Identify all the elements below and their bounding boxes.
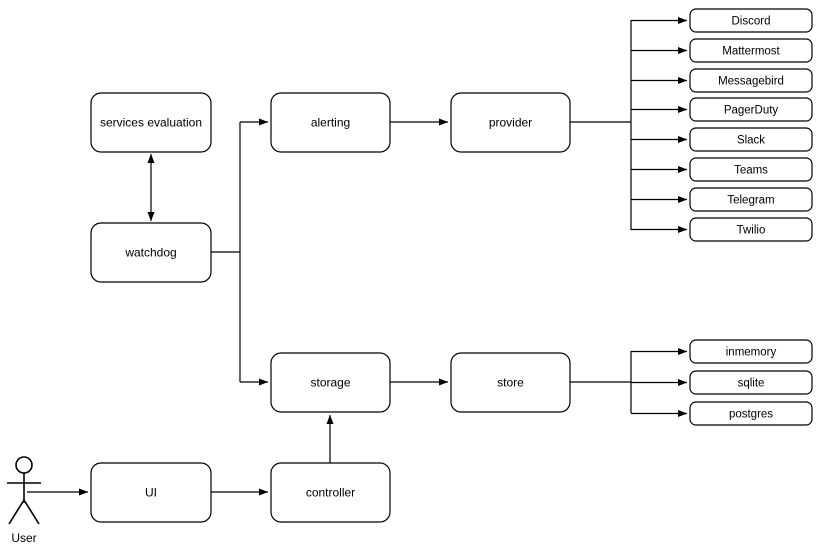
provider-leaf-layer: DiscordMattermostMessagebirdPagerDutySla… xyxy=(689,8,813,242)
node-controller-box[interactable] xyxy=(270,462,391,523)
store-leaf-layer: inmemory sqlite postgres xyxy=(689,339,813,426)
node-services_evaluation[interactable]: services evaluation xyxy=(90,92,212,153)
provider-branch-lines xyxy=(631,16,688,234)
node-ui-box[interactable] xyxy=(90,462,212,523)
node-slack-label: Slack xyxy=(737,135,765,147)
node-postgres-label: postgres xyxy=(729,409,773,421)
node-watchdog[interactable]: watchdog xyxy=(90,222,212,283)
node-watchdog-box[interactable] xyxy=(90,222,212,283)
node-alerting-box[interactable] xyxy=(270,92,391,153)
node-discord-label: Discord xyxy=(732,16,771,28)
node-slack-box[interactable] xyxy=(689,127,813,152)
node-teams[interactable]: Teams xyxy=(689,157,813,182)
node-postgres[interactable]: postgres xyxy=(689,401,813,426)
node-pagerduty-label: PagerDuty xyxy=(724,105,779,117)
node-storage-box[interactable] xyxy=(270,352,391,413)
node-telegram[interactable]: Telegram xyxy=(689,187,813,212)
node-layer: services evaluation watchdog alerting provi… xyxy=(90,92,571,523)
node-telegram-box[interactable] xyxy=(689,187,813,212)
node-store[interactable]: store xyxy=(450,352,571,413)
node-store-label: store xyxy=(497,376,524,390)
node-twilio[interactable]: Twilio xyxy=(689,217,813,242)
node-discord[interactable]: Discord xyxy=(689,8,813,33)
node-inmemory[interactable]: inmemory xyxy=(689,339,813,364)
node-controller[interactable]: controller xyxy=(270,462,391,523)
node-alerting-label: alerting xyxy=(311,116,350,130)
node-discord-box[interactable] xyxy=(689,8,813,33)
stick-figure-actor-icon xyxy=(15,456,33,474)
node-alerting[interactable]: alerting xyxy=(270,92,391,153)
node-pagerduty-box[interactable] xyxy=(689,97,813,122)
actor-leg-left xyxy=(8,499,25,525)
node-postgres-box[interactable] xyxy=(689,401,813,426)
actor-leg-right xyxy=(23,499,40,525)
node-sqlite[interactable]: sqlite xyxy=(689,370,813,395)
node-messagebird-label: Messagebird xyxy=(718,76,784,88)
node-inmemory-label: inmemory xyxy=(726,347,777,359)
node-sqlite-box[interactable] xyxy=(689,370,813,395)
node-storage-label: storage xyxy=(310,376,350,390)
node-store-box[interactable] xyxy=(450,352,571,413)
node-slack[interactable]: Slack xyxy=(689,127,813,152)
actor-label: User xyxy=(11,531,36,545)
node-twilio-box[interactable] xyxy=(689,217,813,242)
node-provider[interactable]: provider xyxy=(450,92,571,153)
node-teams-box[interactable] xyxy=(689,157,813,182)
node-provider-box[interactable] xyxy=(450,92,571,153)
node-ui-label: UI xyxy=(145,486,157,500)
node-twilio-label: Twilio xyxy=(737,225,766,237)
node-messagebird[interactable]: Messagebird xyxy=(689,68,813,93)
node-teams-label: Teams xyxy=(734,165,768,177)
store-branch-lines xyxy=(631,347,688,418)
node-mattermost[interactable]: Mattermost xyxy=(689,38,813,63)
node-services_evaluation-box[interactable] xyxy=(90,92,212,153)
node-messagebird-box[interactable] xyxy=(689,68,813,93)
node-provider-label: provider xyxy=(489,116,532,130)
node-sqlite-label: sqlite xyxy=(738,378,765,390)
node-pagerduty[interactable]: PagerDuty xyxy=(689,97,813,122)
actor-user: User xyxy=(7,456,41,545)
node-watchdog-label: watchdog xyxy=(124,246,176,260)
node-ui[interactable]: UI xyxy=(90,462,212,523)
node-storage[interactable]: storage xyxy=(270,352,391,413)
node-telegram-label: Telegram xyxy=(727,195,774,207)
node-controller-label: controller xyxy=(306,486,355,500)
node-mattermost-label: Mattermost xyxy=(722,46,780,58)
edge-layer xyxy=(27,16,688,496)
node-services_evaluation-label: services evaluation xyxy=(100,116,202,130)
node-mattermost-box[interactable] xyxy=(689,38,813,63)
node-inmemory-box[interactable] xyxy=(689,339,813,364)
